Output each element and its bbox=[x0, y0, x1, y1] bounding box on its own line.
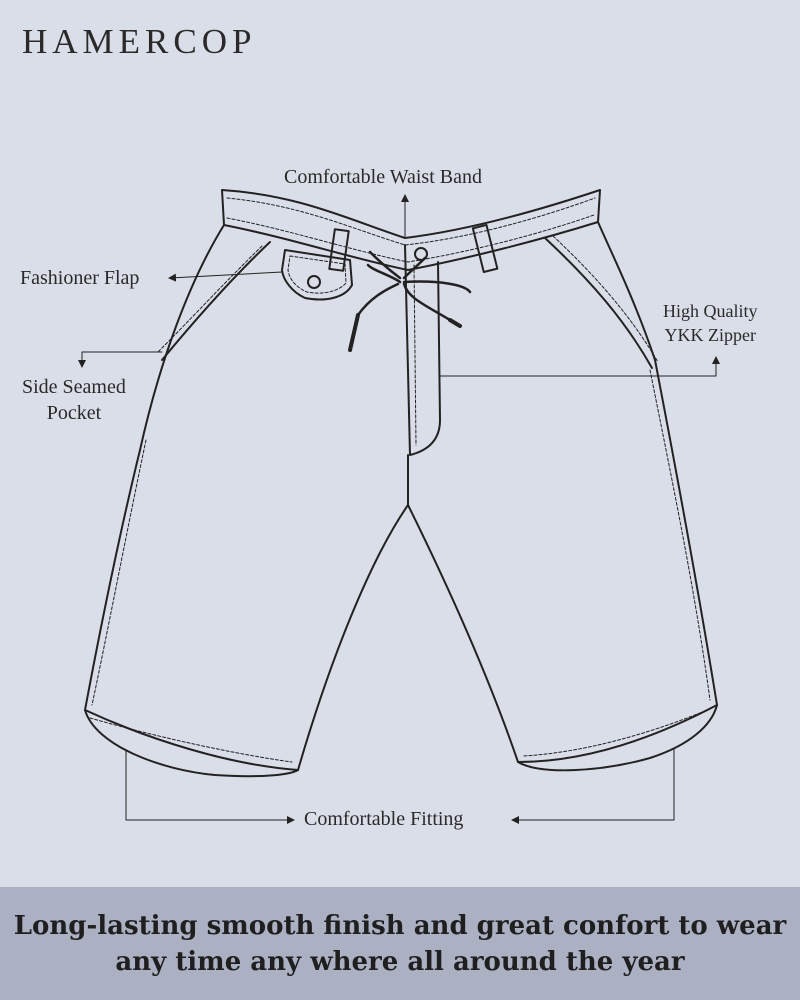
side-pocket-label: Side Seamed Pocket bbox=[22, 374, 126, 426]
footer-banner: Long-lasting smooth finish and great con… bbox=[0, 887, 800, 1000]
zipper-leader bbox=[439, 356, 720, 377]
footer-line1: Long-lasting smooth finish and great con… bbox=[13, 910, 787, 941]
waistband bbox=[221, 189, 601, 271]
shorts-outline bbox=[84, 221, 718, 771]
fitting-leader-left bbox=[125, 749, 295, 824]
flap-leader bbox=[168, 271, 283, 282]
zipper-label-line2: YKK Zipper bbox=[664, 325, 756, 345]
left-pocket bbox=[161, 241, 271, 361]
fashioner-flap bbox=[281, 249, 353, 301]
side-pocket-label-line1: Side Seamed bbox=[22, 376, 126, 398]
fitting-leader-right bbox=[511, 747, 675, 824]
right-pocket bbox=[544, 237, 653, 369]
fitting-label: Comfortable Fitting bbox=[304, 808, 464, 830]
waist-band-label: Comfortable Waist Band bbox=[284, 166, 482, 188]
zipper-label-line1: High Quality bbox=[663, 301, 758, 321]
zipper-label: High Quality YKK Zipper bbox=[663, 299, 758, 347]
footer-line2: any time any where all around the year bbox=[115, 946, 685, 977]
side-pocket-label-line2: Pocket bbox=[46, 402, 102, 424]
pocket-leader bbox=[78, 351, 163, 368]
brand-logo: HAMERCOP bbox=[22, 22, 257, 61]
fashioner-flap-label: Fashioner Flap bbox=[20, 267, 140, 289]
fly bbox=[404, 244, 441, 456]
drawstring bbox=[356, 250, 472, 322]
